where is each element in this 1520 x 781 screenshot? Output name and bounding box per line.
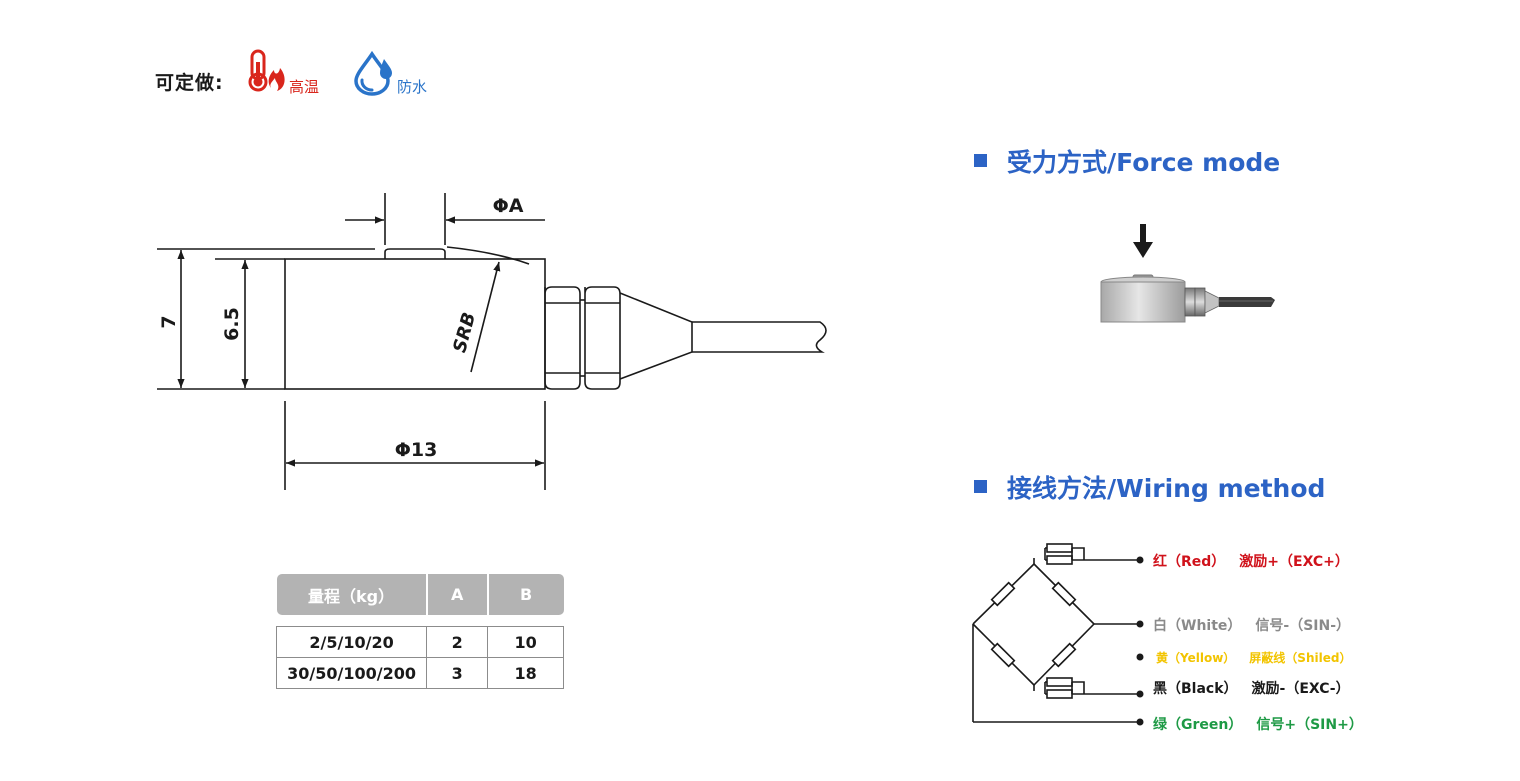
dimension-drawing: ΦA Φ13 7 6.5 SRB bbox=[157, 193, 827, 490]
wire-label-green: 绿（Green）信号+（SIN+） bbox=[1153, 717, 1363, 733]
high-temp-label: 高温 bbox=[289, 78, 320, 96]
thermometer-flame-icon bbox=[248, 49, 285, 92]
dim-phi-a: ΦA bbox=[493, 195, 524, 217]
cell-b: 18 bbox=[487, 657, 564, 689]
waterproof-label: 防水 bbox=[397, 78, 428, 96]
table-row: 2/5/10/20 2 10 bbox=[275, 626, 564, 658]
bridge-circuit-diagram bbox=[972, 543, 1144, 726]
force-mode-illustration bbox=[1100, 224, 1275, 323]
terminal-dot bbox=[1136, 653, 1144, 661]
header-b: B bbox=[486, 574, 564, 615]
cell-range: 30/50/100/200 bbox=[275, 657, 428, 689]
dim-srb: SRB bbox=[449, 310, 480, 355]
terminal-dot bbox=[1136, 556, 1144, 564]
dim-height-6-5: 6.5 bbox=[221, 307, 243, 341]
sensor-body bbox=[284, 258, 546, 390]
force-arrow-shaft bbox=[1140, 224, 1146, 244]
force-arrow-icon bbox=[1133, 242, 1153, 258]
sensor-cable bbox=[1219, 297, 1275, 307]
wire-label-white: 白（White）信号-（SIN-） bbox=[1153, 618, 1351, 634]
cell-b: 10 bbox=[487, 626, 564, 658]
terminal-dot bbox=[1136, 690, 1144, 698]
cable-strain-relief bbox=[619, 292, 693, 380]
wire-label-black: 黑（Black）激励-（EXC-） bbox=[1153, 681, 1350, 697]
force-mode-title: 受力方式/Force mode bbox=[974, 143, 1280, 179]
wiring-method-title: 接线方法/Wiring method bbox=[974, 469, 1325, 505]
terminal-dot bbox=[1136, 620, 1144, 628]
terminal-dot bbox=[1136, 718, 1144, 726]
sensor-cylinder bbox=[1100, 281, 1186, 323]
range-table: 量程（kg） A B 2/5/10/20 2 10 30/50/100/200 … bbox=[275, 574, 564, 689]
hex-nut-2 bbox=[584, 286, 621, 390]
cell-a: 3 bbox=[426, 657, 489, 689]
dim-height-7: 7 bbox=[158, 315, 180, 328]
wire-label-yellow: 黄（Yellow）屏蔽线（Shiled） bbox=[1156, 651, 1352, 665]
customizable-label: 可定做: bbox=[155, 72, 224, 94]
bullet-square bbox=[974, 154, 987, 167]
water-drop-icon bbox=[354, 50, 392, 96]
header-range: 量程（kg） bbox=[276, 574, 427, 615]
load-button bbox=[384, 248, 446, 259]
bullet-square bbox=[974, 480, 987, 493]
wire-label-red: 红（Red）激励+（EXC+） bbox=[1153, 554, 1349, 570]
table-row: 30/50/100/200 3 18 bbox=[275, 657, 564, 689]
cell-range: 2/5/10/20 bbox=[275, 626, 428, 658]
hex-nut-1 bbox=[544, 286, 581, 390]
header-a: A bbox=[425, 574, 488, 615]
cable bbox=[692, 321, 827, 353]
cell-a: 2 bbox=[426, 626, 489, 658]
dim-phi-13: Φ13 bbox=[395, 439, 438, 461]
